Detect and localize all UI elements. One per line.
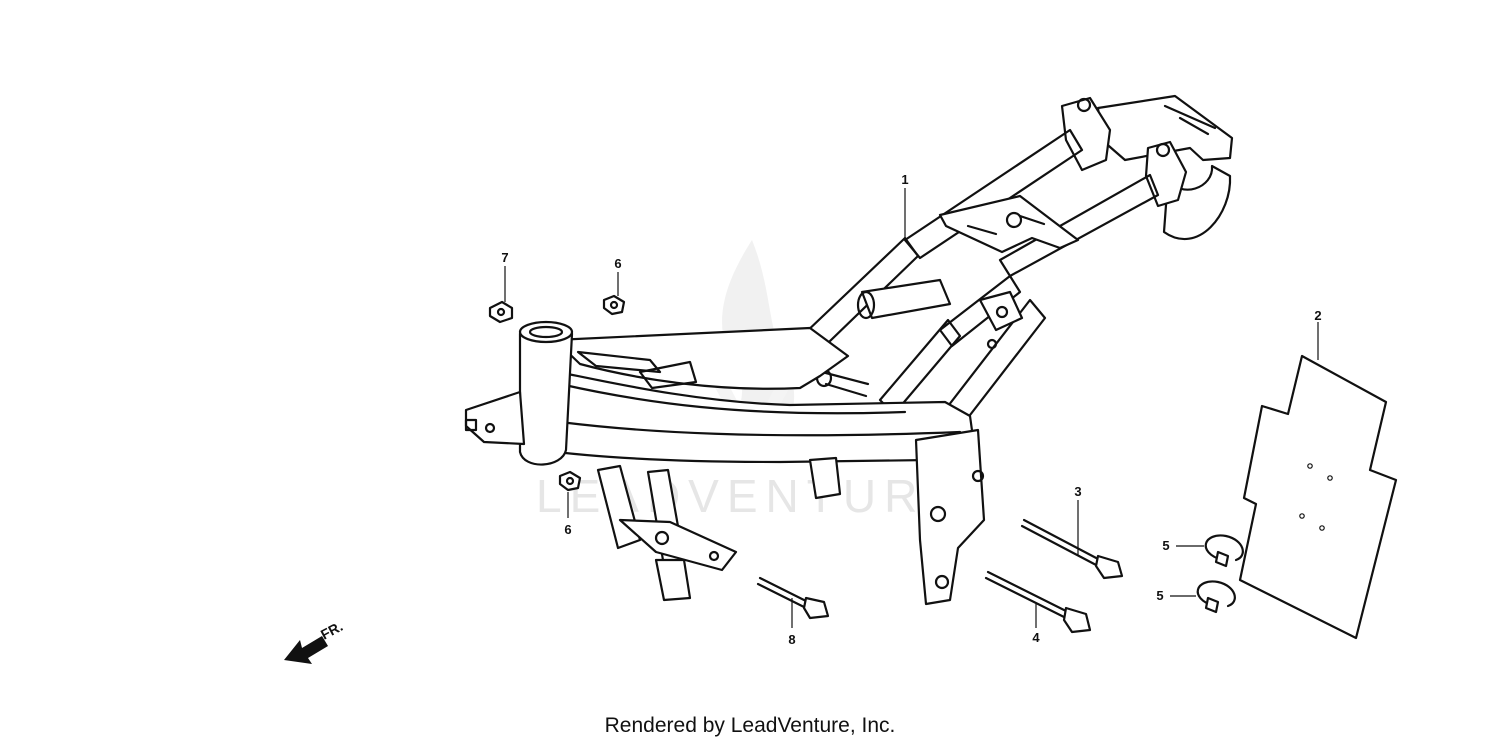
callout-5-upper: 5 — [1162, 538, 1169, 553]
render-credit: Rendered by LeadVenture, Inc. — [604, 714, 896, 737]
nut-lower-drawing — [558, 470, 582, 492]
nut-upper-drawing — [602, 294, 626, 316]
clip-lower-drawing — [1196, 580, 1236, 614]
bolt-long-lower-drawing — [984, 570, 1092, 634]
callout-3: 3 — [1074, 484, 1081, 499]
frame-body-drawing — [464, 94, 1234, 606]
leader-lines — [504, 188, 1319, 628]
callout-6-lower: 6 — [564, 522, 571, 537]
insulator-plate-drawing — [1238, 354, 1398, 640]
callout-1: 1 — [901, 172, 908, 187]
nut-flange-drawing — [488, 300, 514, 324]
callout-5-lower: 5 — [1156, 588, 1163, 603]
front-direction-indicator: FR. — [284, 618, 345, 664]
callout-2: 2 — [1314, 308, 1321, 323]
clip-upper-drawing — [1204, 534, 1244, 568]
callout-8: 8 — [788, 632, 795, 647]
callout-4: 4 — [1032, 630, 1040, 645]
bolt-long-upper-drawing — [1020, 518, 1124, 580]
front-arrow-icon — [284, 636, 328, 664]
callout-labels: 1 2 3 4 5 5 6 6 7 8 — [501, 172, 1321, 647]
callout-6-upper: 6 — [614, 256, 621, 271]
callout-7: 7 — [501, 250, 508, 265]
bolt-short-drawing — [756, 576, 830, 620]
